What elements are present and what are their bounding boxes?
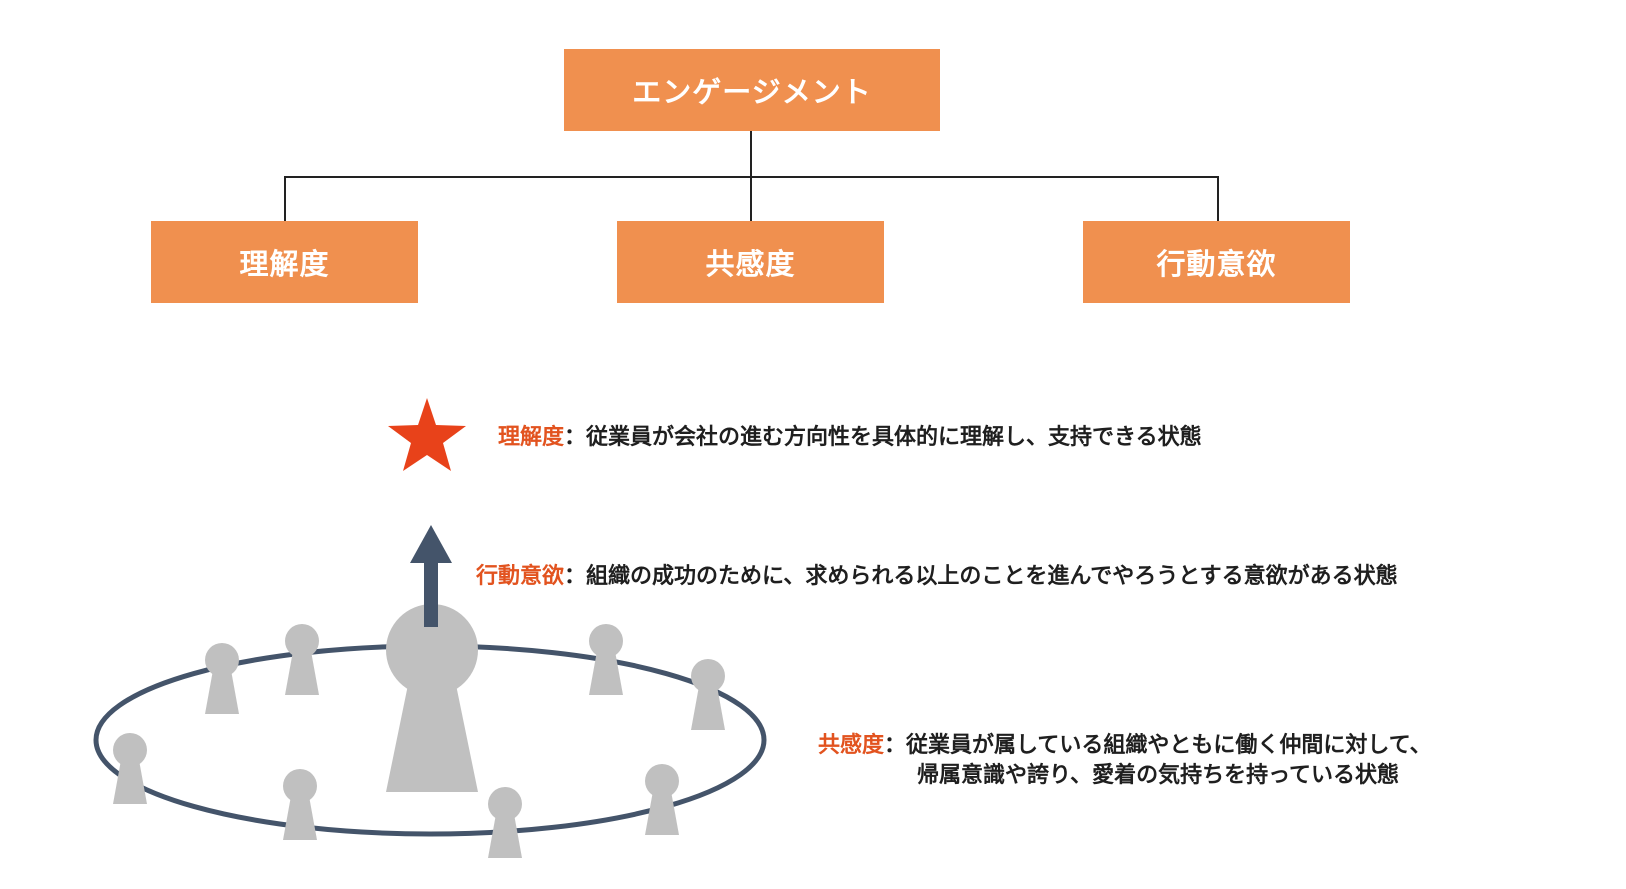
empathy-colon: ： [884, 733, 907, 758]
understanding-colon: ： [564, 425, 587, 450]
person-figure-icon [488, 787, 522, 858]
motivation-box: 行動意欲 [1083, 221, 1350, 303]
engagement-label: エンゲージメント [632, 75, 872, 109]
understanding-box: 理解度 [151, 221, 418, 303]
person-figure-icon [283, 769, 317, 840]
up-arrow-icon [410, 525, 452, 627]
person-figure-icon [113, 733, 147, 804]
person-figure-icon [589, 624, 623, 695]
empathy-description: 共感度：従業員が属している組織やともに働く仲間に対して、 帰属意識や誇り、愛着の… [818, 731, 1432, 791]
empathy-label: 共感度 [705, 247, 796, 281]
understanding-description: 理解度：従業員が会社の進む方向性を具体的に理解し、支持できる状態 [498, 423, 1202, 453]
empathy-term: 共感度 [818, 733, 885, 758]
motivation-term: 行動意欲 [476, 564, 565, 589]
understanding-term: 理解度 [498, 425, 565, 450]
connector-left-drop [284, 176, 286, 221]
understanding-text: 従業員が会社の進む方向性を具体的に理解し、支持できる状態 [586, 425, 1202, 450]
empathy-line-1: 共感度：従業員が属している組織やともに働く仲間に対して、 [818, 731, 1432, 761]
empathy-text-line-2: 帰属意識や誇り、愛着の気持ちを持っている状態 [917, 763, 1400, 788]
empathy-text-line-1: 従業員が属している組織やともに働く仲間に対して、 [906, 733, 1432, 758]
star-icon [388, 398, 466, 471]
person-figure-icon [645, 764, 679, 835]
leader-figure-icon [386, 604, 478, 792]
motivation-description: 行動意欲：組織の成功のために、求められる以上のことを進んでやろうとする意欲がある… [476, 562, 1398, 592]
connector-root-stem [750, 131, 752, 177]
empathy-line-2: 帰属意識や誇り、愛着の気持ちを持っている状態 [818, 761, 1432, 791]
connector-right-drop [1217, 176, 1219, 221]
empathy-box: 共感度 [617, 221, 884, 303]
person-figure-icon [285, 624, 319, 695]
connector-center-drop [750, 176, 752, 221]
person-figure-icon [205, 643, 239, 714]
person-figure-icon [691, 659, 725, 730]
engagement-box: エンゲージメント [564, 49, 940, 131]
motivation-label: 行動意欲 [1156, 247, 1277, 281]
motivation-colon: ： [564, 564, 587, 589]
motivation-text: 組織の成功のために、求められる以上のことを進んでやろうとする意欲がある状態 [586, 564, 1398, 589]
understanding-label: 理解度 [239, 247, 330, 281]
